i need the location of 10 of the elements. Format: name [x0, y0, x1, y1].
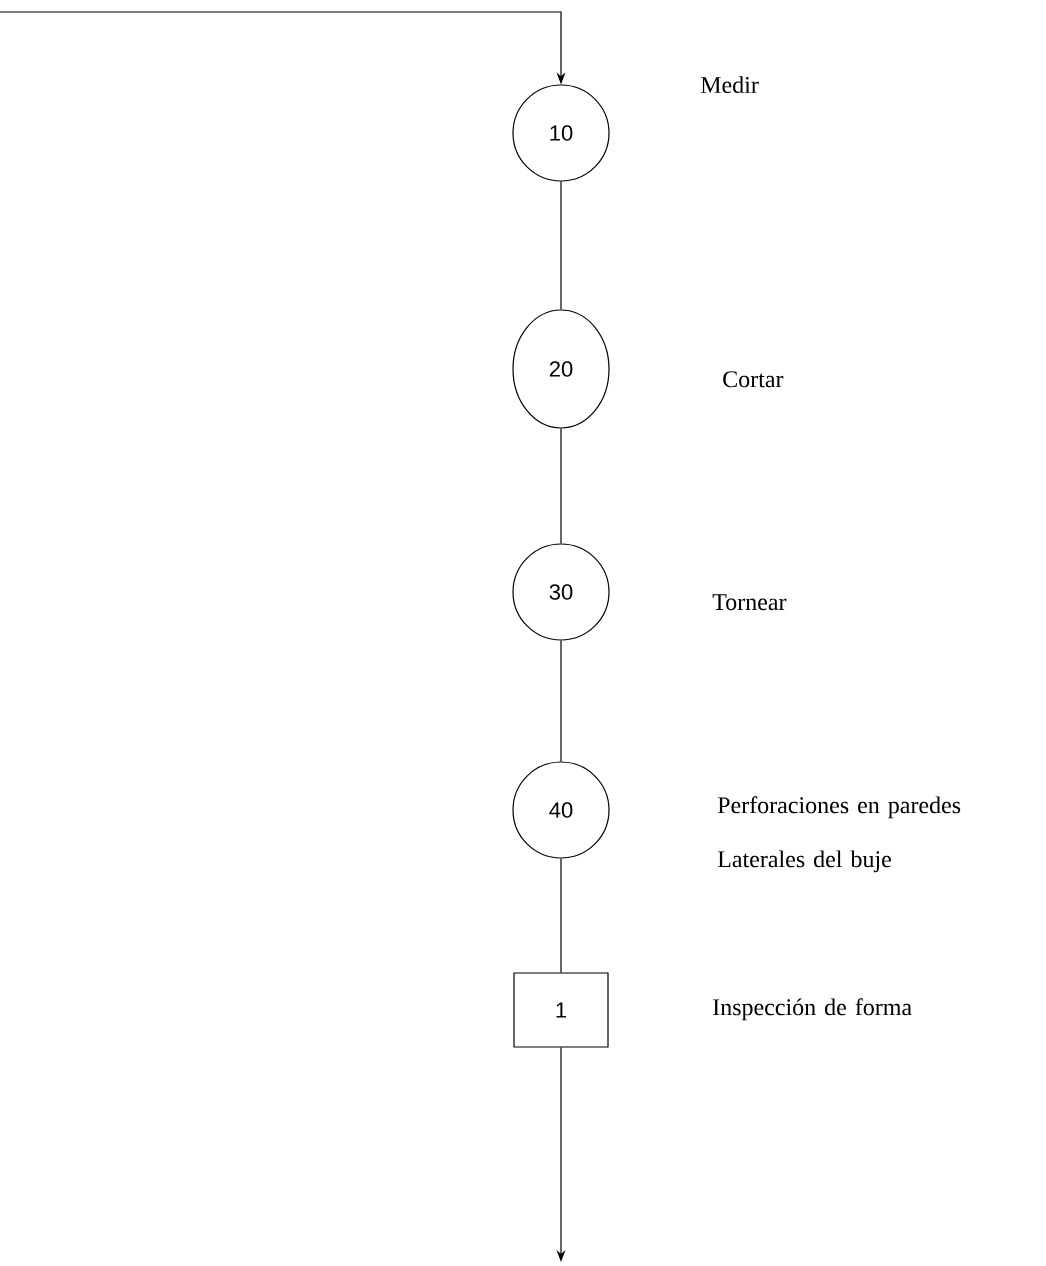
step-label: Inspección de forma [713, 998, 912, 1021]
step-label: Tornear [712, 594, 787, 611]
connector-line [560, 640, 562, 762]
connector-line [560, 181, 562, 310]
inspection-box: 1 [513, 972, 609, 1048]
step-label: Cortar [723, 371, 784, 388]
connector-line [560, 858, 562, 973]
step-label: Perforaciones en paredes Laterales del buje [717, 796, 961, 873]
step-label: Medir [700, 76, 759, 94]
connector-line [560, 428, 562, 544]
